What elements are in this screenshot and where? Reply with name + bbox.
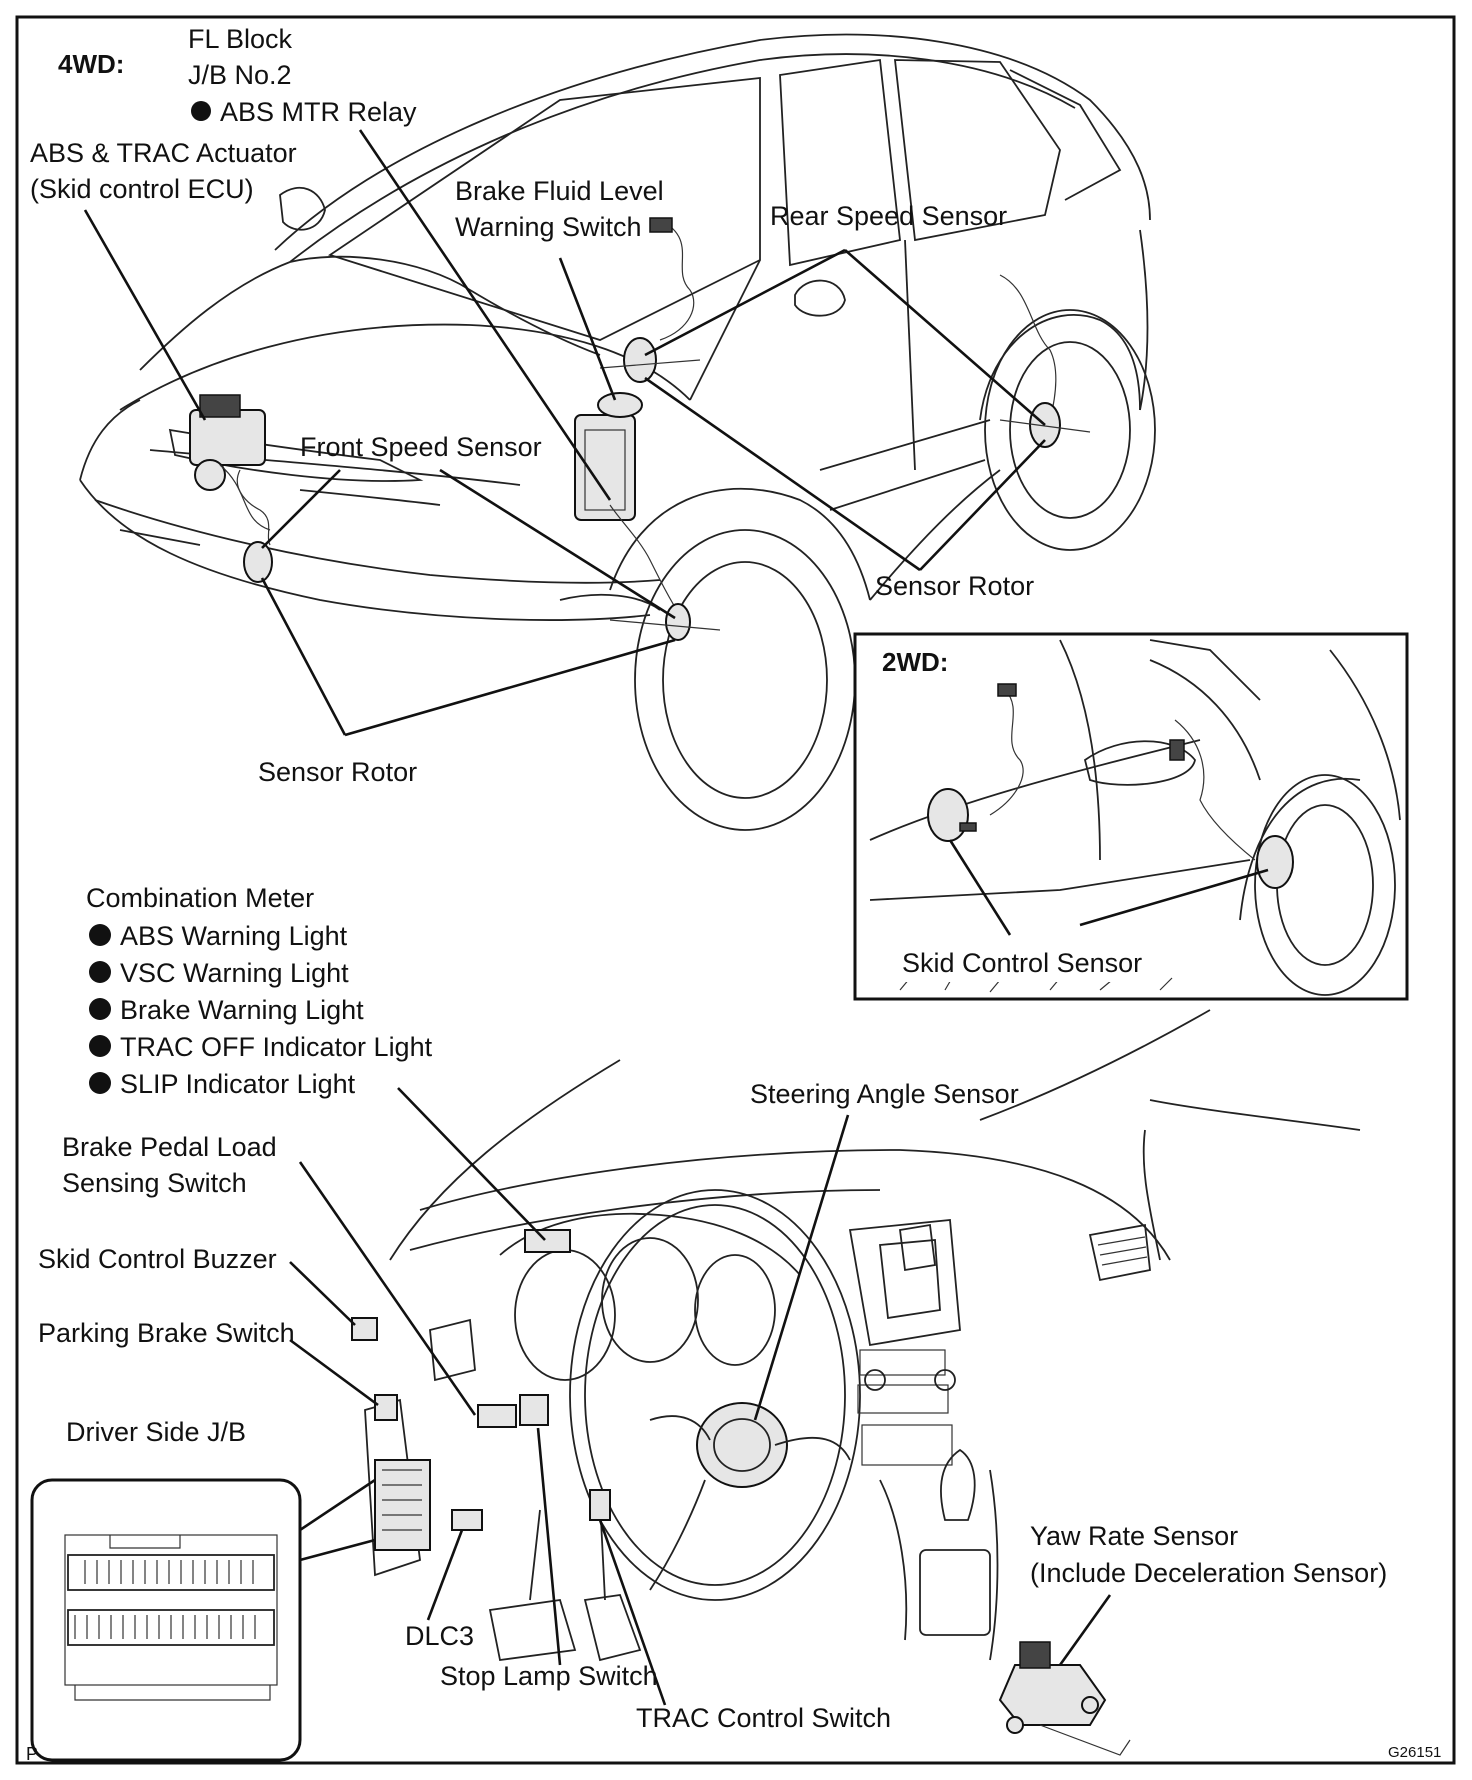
interior-dashboard-drawing <box>351 1009 1361 1756</box>
meter-item-slip-indicator-light: SLIP Indicator Light <box>120 1069 356 1099</box>
brake-pedal-switch-label-line2: Sensing Switch <box>62 1168 247 1198</box>
skid-control-sensor-label-bg <box>895 940 1160 982</box>
front-speed-sensor-label: Front Speed Sensor <box>300 432 542 462</box>
meter-item-bullet <box>89 1035 111 1057</box>
fl-block-label-line1: FL Block <box>188 24 293 54</box>
abs-mtr-relay-bullet <box>191 101 211 121</box>
combination-meter-title: Combination Meter <box>86 883 314 913</box>
skid-control-buzzer-label: Skid Control Buzzer <box>38 1244 277 1274</box>
meter-item-bullet <box>89 998 111 1020</box>
meter-item-trac-off-indicator-light: TRAC OFF Indicator Light <box>120 1032 433 1062</box>
brake-pedal-switch-label-line1: Brake Pedal Load <box>62 1132 277 1162</box>
figure-id: G26151 <box>1388 1744 1441 1761</box>
bottom-leader-lines <box>289 1087 1112 1706</box>
rear-speed-sensor-label: Rear Speed Sensor <box>770 201 1007 231</box>
driver-side-jb-label: Driver Side J/B <box>66 1417 246 1447</box>
yaw-rate-sensor-label-line1: Yaw Rate Sensor <box>1030 1521 1238 1551</box>
stop-lamp-switch-label: Stop Lamp Switch <box>440 1661 658 1691</box>
meter-item-abs-warning-light: ABS Warning Light <box>120 921 348 951</box>
outer-frame <box>15 15 1456 1765</box>
actuator-label-line1: ABS & TRAC Actuator <box>30 138 297 168</box>
dlc3-label: DLC3 <box>405 1621 474 1651</box>
parking-brake-switch-label: Parking Brake Switch <box>38 1318 295 1348</box>
trac-control-switch-label: TRAC Control Switch <box>636 1703 891 1733</box>
steering-angle-sensor-label: Steering Angle Sensor <box>750 1079 1019 1109</box>
meter-item-brake-warning-light: Brake Warning Light <box>120 995 364 1025</box>
top-leader-lines <box>83 129 1046 737</box>
meter-item-vsc-warning-light: VSC Warning Light <box>120 958 349 988</box>
combination-meter-list: ABS Warning Light VSC Warning Light Brak… <box>89 921 433 1099</box>
tag-2wd: 2WD: <box>882 647 948 677</box>
actuator-label-line2: (Skid control ECU) <box>30 174 254 204</box>
jb-inset-frame <box>30 1478 302 1762</box>
brake-fluid-label-line1: Brake Fluid Level <box>455 176 664 206</box>
yaw-rate-sensor-label-line2: (Include Deceleration Sensor) <box>1030 1558 1387 1588</box>
skid-control-sensor-label: Skid Control Sensor <box>902 948 1142 978</box>
meter-item-bullet <box>89 924 111 946</box>
page-marker: P <box>26 1744 38 1764</box>
meter-item-bullet <box>89 1072 111 1094</box>
brake-fluid-label-line2: Warning Switch <box>455 212 642 242</box>
sensor-rotor-front-label: Sensor Rotor <box>258 757 417 787</box>
vehicle-exterior-drawing <box>79 33 1156 831</box>
meter-item-bullet <box>89 961 111 983</box>
abs-mtr-relay-label: ABS MTR Relay <box>220 97 417 127</box>
fl-block-label-line2: J/B No.2 <box>188 60 292 90</box>
sensor-rotor-rear-label: Sensor Rotor <box>875 571 1034 601</box>
tag-4wd: 4WD: <box>58 49 124 79</box>
inset-2wd <box>853 632 1409 1001</box>
driver-side-jb-connector-inset <box>30 1478 302 1762</box>
